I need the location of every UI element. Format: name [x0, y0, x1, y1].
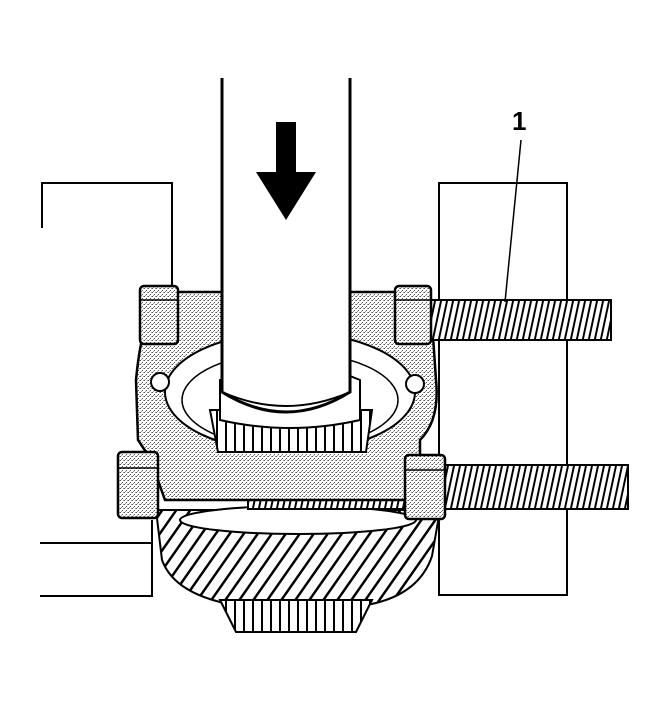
upper-threaded-rod — [424, 299, 612, 341]
press-bed-left — [40, 182, 173, 597]
press-bed-right — [438, 182, 568, 596]
nut-lower-right — [403, 453, 447, 521]
press-ram — [220, 78, 352, 414]
nut-upper-left — [138, 284, 180, 346]
down-arrow-icon — [256, 122, 316, 220]
callout-1: 1 — [504, 106, 526, 303]
nut-upper-right — [393, 284, 433, 346]
callout-label: 1 — [512, 106, 526, 136]
nut-lower-left — [116, 450, 160, 520]
helical-gear — [154, 505, 442, 633]
